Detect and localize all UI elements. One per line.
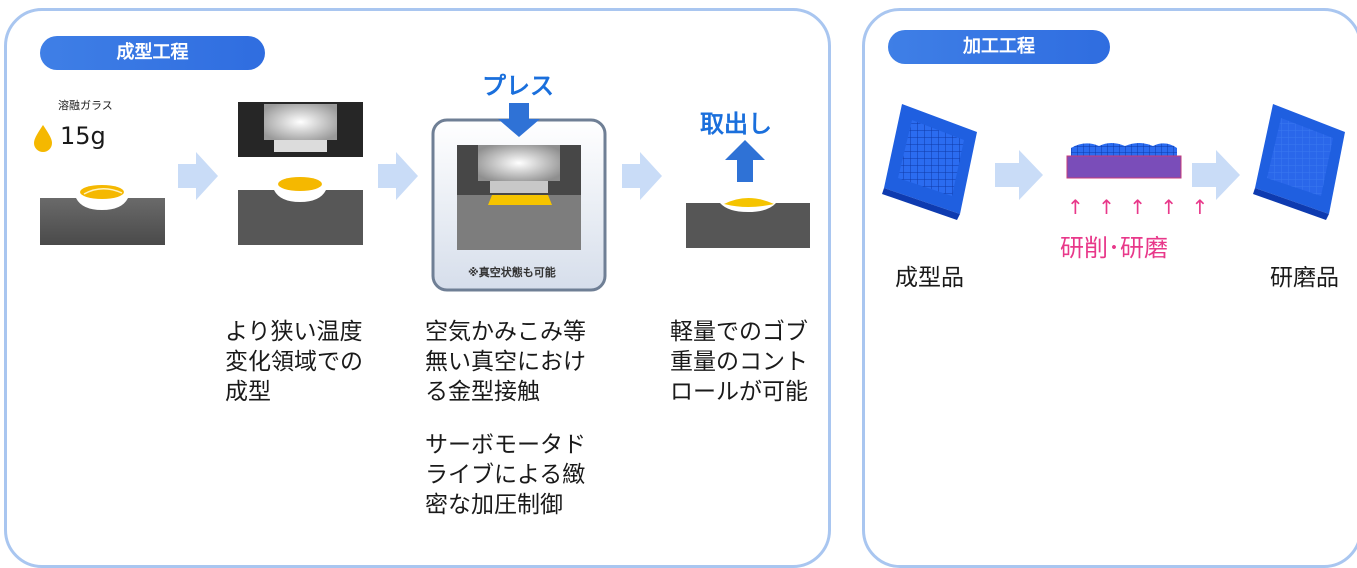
flow-arrow-2: [378, 152, 418, 200]
glass-drop-icon: [34, 125, 52, 152]
desc-temperature: より狭い温度 変化領域での 成型: [225, 319, 363, 405]
polished-part-label: 研磨品: [1270, 265, 1339, 291]
glass-weight: 15g: [60, 122, 106, 150]
flow-arrow-5: [1192, 150, 1240, 200]
mold-with-lens: [686, 198, 810, 248]
polished-part-illustration: [1253, 104, 1345, 220]
molded-part-illustration: [882, 104, 977, 220]
mold-with-glass-gob: [40, 185, 165, 245]
desc-vacuum-contact: 空気かみこみ等 無い真空におけ る金型接触: [425, 319, 586, 405]
grinding-arrows: ↑ ↑ ↑ ↑ ↑: [1067, 195, 1213, 219]
desc-gob-weight: 軽量でのゴブ 重量のコント ロールが可能: [670, 319, 808, 405]
molding-process-panel: [4, 8, 831, 568]
desc-servo-control: サーボモータド ライブによる緻 密な加圧制御: [425, 432, 586, 518]
flow-arrow-4: [995, 150, 1043, 200]
grinding-label: 研削･研磨: [1060, 234, 1168, 262]
takeout-label: 取出し: [700, 110, 772, 138]
vacuum-note: ※真空状態も可能: [468, 266, 556, 279]
molding-process-title: 成型工程: [40, 36, 265, 70]
machining-process-panel: [862, 8, 1357, 568]
molten-glass-label: 溶融ガラス: [58, 99, 113, 112]
molded-part-label: 成型品: [895, 265, 964, 291]
press-label: プレス: [482, 72, 554, 100]
closing-mold-illustration: [238, 102, 363, 245]
up-arrow-icon: [725, 140, 765, 182]
press-chamber-illustration: [431, 103, 607, 292]
machining-process-title: 加工工程: [888, 30, 1110, 64]
flow-arrow-1: [178, 152, 218, 200]
flow-arrow-3: [622, 152, 662, 200]
grinding-part-illustration: [1066, 143, 1182, 179]
